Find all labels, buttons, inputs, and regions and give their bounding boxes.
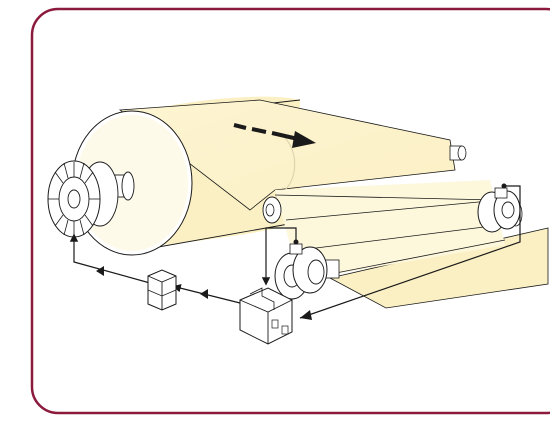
web-sheet: [118, 99, 456, 211]
load-cell-far: [477, 183, 521, 233]
tension-controller: [239, 287, 293, 345]
brake-amplifier: [147, 269, 177, 311]
wire-arrow-1: [96, 266, 104, 276]
web-direction-arrow: [233, 123, 316, 148]
load-cell-near: [274, 239, 328, 300]
far-signal-arrow: [300, 310, 312, 320]
wire-arrow-2: [200, 289, 208, 299]
unwind-far-shaft: [449, 145, 467, 161]
unwind-core-flange: [47, 160, 135, 238]
